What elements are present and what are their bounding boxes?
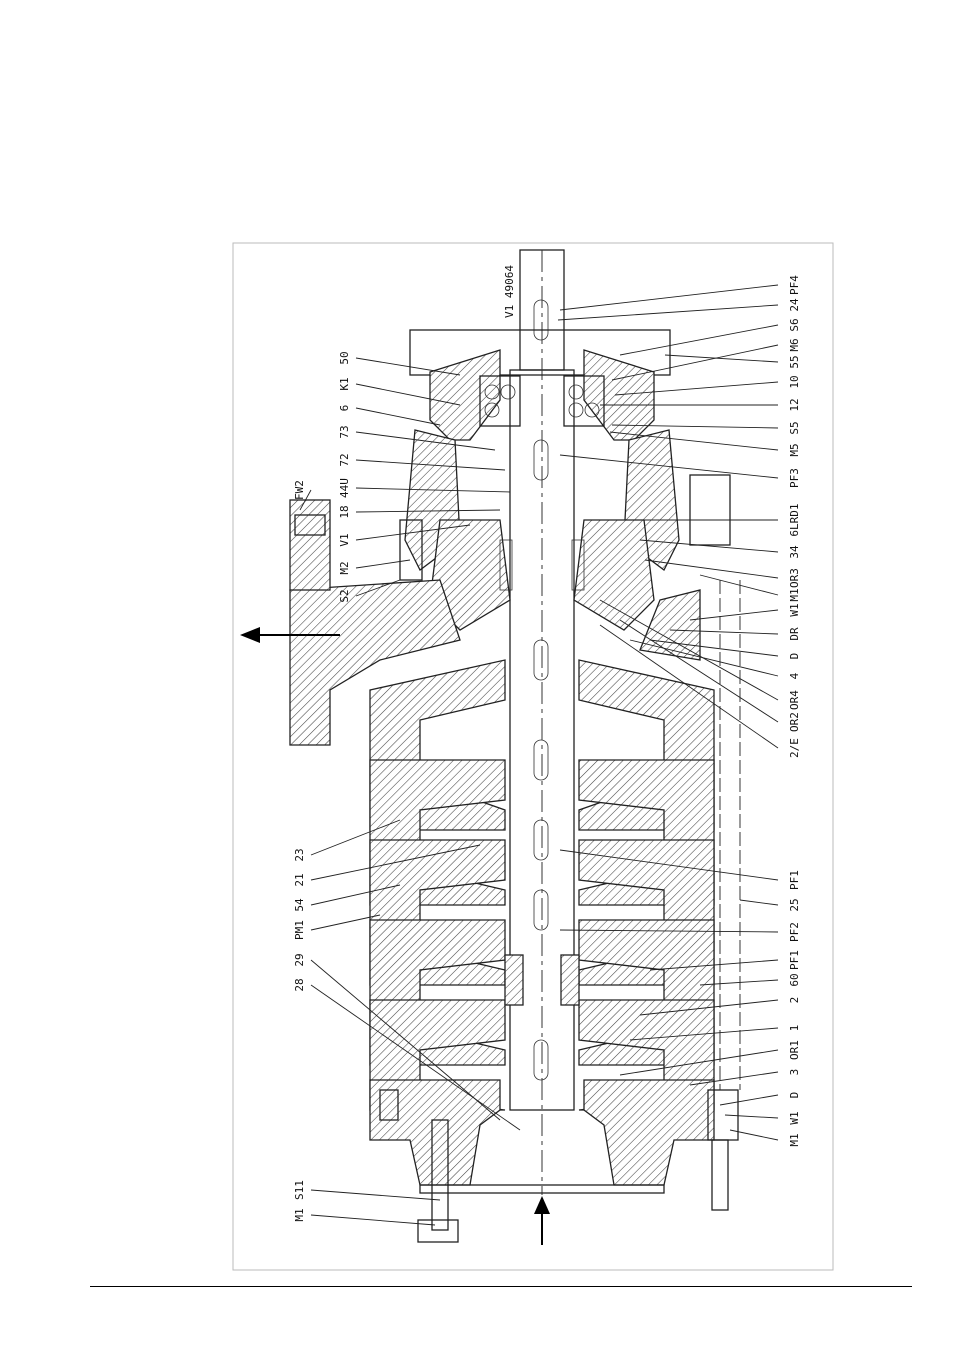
part-label: 28 <box>293 978 306 991</box>
part-label: M5 <box>788 443 801 456</box>
part-label: W1 <box>788 603 801 616</box>
leader-line <box>720 1095 778 1105</box>
part-label: M1 <box>293 1208 306 1221</box>
part-label: S6 <box>788 318 801 331</box>
part-label: S11 <box>293 1180 306 1200</box>
part-label: 10 <box>788 375 801 388</box>
part-label: 2 <box>788 997 801 1004</box>
part-label: 60 <box>788 973 801 986</box>
part-label: S5 <box>788 421 801 434</box>
part-label: 25 <box>788 898 801 911</box>
part-label: 6 <box>338 405 351 412</box>
part-label: OR3 <box>788 568 801 588</box>
leader-line <box>356 358 460 375</box>
suction-casing <box>370 1080 738 1242</box>
part-label: PM1 <box>293 920 306 940</box>
part-label: M2 <box>338 561 351 574</box>
leader-line <box>558 305 778 320</box>
part-label: 24 <box>788 298 801 312</box>
part-label: M1 <box>788 588 801 601</box>
part-label: 34 <box>788 545 801 559</box>
leader-line <box>311 1215 435 1225</box>
part-label: 55 <box>788 355 801 368</box>
part-label: M1 <box>788 1133 801 1146</box>
part-label: DR <box>788 627 801 641</box>
part-label: 50 <box>338 351 351 364</box>
leader-line <box>690 610 778 620</box>
leader-line <box>560 285 778 310</box>
part-label: PF3 <box>788 468 801 488</box>
part-label: 6LRD1 <box>788 503 801 536</box>
leader-line <box>730 1130 778 1140</box>
part-label: PF1 <box>788 870 801 890</box>
part-label: OR2 <box>788 712 801 732</box>
leader-line <box>740 900 778 905</box>
part-label: 23 <box>293 848 306 861</box>
footer-rule <box>90 1286 912 1287</box>
part-label: 29 <box>293 953 306 966</box>
up-arrow-icon <box>534 1196 550 1245</box>
part-label: 21 <box>293 873 306 886</box>
part-label: 44U <box>338 478 351 498</box>
leader-line <box>356 408 440 425</box>
part-label: PF1 <box>788 950 801 970</box>
leader-line <box>665 355 778 362</box>
part-label: PF2 <box>788 922 801 942</box>
part-label: 1 <box>788 1025 801 1032</box>
part-label: M6 <box>788 338 801 351</box>
part-label: K1 <box>338 377 351 390</box>
part-label: S2 <box>338 589 351 602</box>
part-label: D <box>788 653 801 660</box>
part-label: W1 <box>788 1111 801 1124</box>
part-label: 73 <box>338 425 351 438</box>
part-label: OR4 <box>788 690 801 710</box>
part-label: FW2 <box>293 480 306 500</box>
part-label: 2/E <box>788 738 801 758</box>
part-label: 3 <box>788 1069 801 1076</box>
part-label: V1 <box>338 533 351 546</box>
part-label: 12 <box>788 398 801 411</box>
drawing-id: V1 49064 <box>503 265 516 318</box>
part-label: PF4 <box>788 275 801 295</box>
part-label: 54 <box>293 898 306 912</box>
part-label: OR1 <box>788 1040 801 1060</box>
leader-line <box>356 560 410 568</box>
leader-line <box>700 575 778 595</box>
part-label: D <box>788 1092 801 1099</box>
leader-line <box>612 345 778 380</box>
part-label: 72 <box>338 453 351 466</box>
leader-line <box>725 1115 778 1118</box>
part-label: 4 <box>788 672 801 679</box>
part-label: 18 <box>338 505 351 518</box>
